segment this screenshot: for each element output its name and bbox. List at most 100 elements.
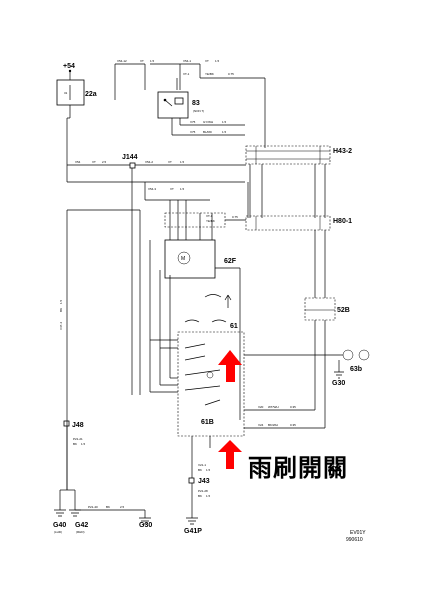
- wire-label: VT: [205, 59, 209, 63]
- wiper-switch-61b: 61 61B V20 WT/WH 0.35 V24 BK/WH 0.35: [149, 240, 340, 478]
- j48-label: J48: [72, 422, 84, 429]
- arrow-up-icon: [218, 350, 242, 365]
- j144-label: J144: [122, 154, 138, 161]
- wire-label: V54-12: [117, 59, 127, 63]
- washer-icon: [211, 319, 227, 323]
- horn-63b: 63b G30: [332, 349, 370, 387]
- wire-label: WT/WH: [268, 405, 279, 409]
- wire-label: 2.5: [102, 160, 107, 164]
- washer-pump-52b: 52B: [304, 230, 350, 428]
- wire-label: 1.5: [222, 120, 227, 124]
- relay-83-label: 83: [192, 100, 200, 107]
- fuse-22a: +54 22a 31: [56, 63, 97, 158]
- wire-label: BL/RD: [203, 130, 213, 134]
- motor-symbol: M: [181, 256, 185, 262]
- wire-label: BK/WH: [268, 423, 278, 427]
- wire-label: V21-1: [198, 463, 206, 467]
- power-supply-label: +54: [63, 63, 75, 70]
- j43-label: J43: [198, 478, 210, 485]
- bottom-grounds: P21-40 BK 2.5 G40 (LHD) G42 (RHD) G30: [53, 426, 152, 534]
- wire-label: BK: [59, 308, 63, 312]
- wiper-switch-label: 61B: [201, 419, 214, 426]
- ground-g30-right-label: G30: [332, 380, 345, 387]
- wire-label: V54-3: [148, 187, 156, 191]
- washer-pump-label: 52B: [337, 307, 350, 314]
- top-wiring: V54-12 VT 1.5 V54-1 VT 1.5 VT-1 YE/BK 0.…: [114, 59, 266, 148]
- fuse-inner-label: 31: [64, 91, 68, 95]
- arrow-up-icon: [218, 440, 242, 452]
- wire-label: V54: [75, 160, 81, 164]
- connector-h80-1-label: H80-1: [333, 218, 352, 225]
- ground-icon: [69, 509, 81, 517]
- wire-label: YE/BK: [206, 219, 215, 223]
- ground-g30-bottom-label: G30: [139, 522, 152, 529]
- doc-ref-line2: 990610: [346, 537, 363, 543]
- wiper-motor-label: 62F: [224, 258, 237, 265]
- ground-g41p-label: G41P: [184, 528, 202, 535]
- wire-label: V54-1: [183, 59, 191, 63]
- wire-label: BK: [73, 442, 77, 446]
- wire-label: 1.5: [206, 468, 211, 472]
- wire-label: P21-21: [73, 437, 83, 441]
- junction-j144: J144 V54 VT 2.5 V54-2 VT 1.5: [66, 154, 246, 395]
- wire-label: V75: [190, 130, 196, 134]
- wire-label: 1.5: [222, 130, 227, 134]
- left-feed: V47-4 BK 1.5 J48 P21-21 BK 1.5: [59, 209, 141, 490]
- switch-61-label: 61: [230, 323, 238, 330]
- wire-label: VT: [140, 59, 144, 63]
- relay-83-sublabel: (NON 7): [193, 109, 204, 113]
- ground-icon: [186, 517, 198, 525]
- wire-label: V24: [258, 423, 264, 427]
- wire-label: 1.5: [180, 187, 185, 191]
- wire-label: 2.5: [120, 505, 125, 509]
- arrow-shaft: [226, 447, 234, 469]
- connector-h43-2-label: H43-2: [333, 148, 352, 155]
- relay-83: 83 (NON 7) V75 GY/WH 1.5 V75 BL/RD 1.5: [157, 91, 245, 136]
- wire-label: 0.75: [228, 72, 234, 76]
- wiper-icon: [204, 294, 222, 298]
- wire-label: V47-4: [59, 322, 63, 330]
- wire-label: 0.35: [290, 423, 296, 427]
- wire-label: BK: [198, 468, 202, 472]
- wire-label: BK: [198, 494, 202, 498]
- wire-label: VT: [168, 160, 172, 164]
- ground-icon: [334, 371, 344, 379]
- wire-label: 0.75: [232, 215, 238, 219]
- wiper-icon: [184, 319, 200, 323]
- wire-label: BK: [106, 505, 110, 509]
- wire-label: VT-1: [206, 214, 213, 218]
- wire-label: 1.5: [150, 59, 155, 63]
- connector-h80-1: H80-1: [245, 215, 352, 231]
- doc-ref-line1: EV01Y: [350, 530, 366, 536]
- ground-g40-label: G40: [53, 522, 66, 529]
- wire-label: V20: [258, 405, 264, 409]
- ground-icon: [54, 509, 66, 517]
- callout-arrow: [218, 350, 242, 469]
- wire-label: 1.5: [180, 160, 185, 164]
- g40-note: (LHD): [54, 530, 62, 534]
- ground-g42-label: G42: [75, 522, 88, 529]
- wire-label: 1.5: [81, 442, 86, 446]
- g42-note: (RHD): [76, 530, 85, 534]
- wire-label: 1.5: [206, 494, 211, 498]
- wire-label: V54-2: [145, 160, 153, 164]
- arrow-shaft: [226, 360, 235, 382]
- wire-label: 1.5: [59, 299, 63, 304]
- ground-icon: [139, 517, 151, 525]
- wire-label: VT: [92, 160, 96, 164]
- wire-label: P21-28: [198, 489, 208, 493]
- wire-label: GY/WH: [203, 120, 213, 124]
- fuse-label: 22a: [85, 91, 97, 98]
- callout-text: 雨刷開關: [248, 454, 348, 482]
- horn-label: 63b: [350, 366, 362, 373]
- wire-label: YE/BK: [205, 72, 214, 76]
- wire-label: P21-40: [88, 505, 98, 509]
- wiper-motor-62f: V54-3 VT 1.5 VT-1 YE/BK 0.75 M 62F: [144, 182, 246, 420]
- wire-label: 1.5: [215, 59, 220, 63]
- connector-h43-2: H43-2: [245, 145, 352, 165]
- wire-label: VT: [170, 187, 174, 191]
- wiper-icons: [184, 294, 232, 323]
- wire-label: VT-1: [183, 72, 190, 76]
